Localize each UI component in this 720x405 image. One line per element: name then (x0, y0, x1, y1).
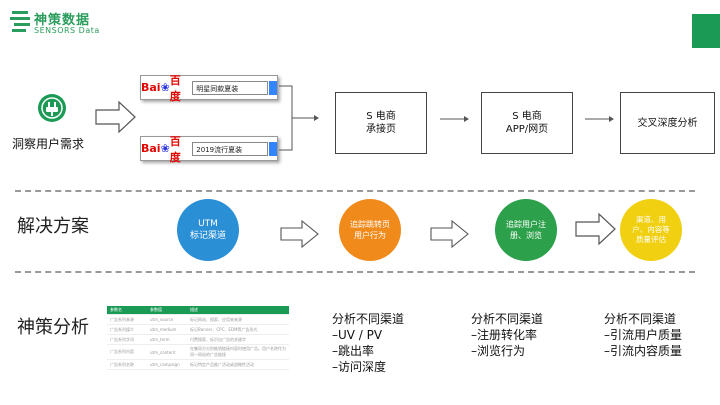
baidu-search-button (269, 141, 277, 156)
insight-icon (37, 93, 67, 123)
flow-box-landing-page: S 电商 承接页 (335, 92, 427, 154)
corner-accent (692, 14, 720, 48)
baidu-search-input: 2019流行夏装 (192, 141, 269, 156)
baidu-search-card-1: Bai❀百度 明星同款夏装 (140, 73, 278, 103)
track-page-circle: 追踪跳转页 用户行为 (339, 199, 401, 261)
insight-label: 洞察用户需求 (12, 137, 85, 151)
utm-params-table: 参数名 参数值 描述 广告系列来源 utm_source 标记网站、搜索、应用来… (107, 306, 289, 370)
baidu-search-card-2: Bai❀百度 2019流行夏装 (140, 134, 278, 164)
solution-title: 解决方案 (17, 216, 89, 237)
analysis-note-conversion: 分析不同渠道 –注册转化率 –浏览行为 (471, 312, 544, 358)
analysis-note-quality: 分析不同渠道 –引流用户质量 –引流内容质量 (604, 312, 683, 358)
sensors-title: 神策分析 (17, 317, 89, 338)
baidu-search-input: 明星同款夏装 (192, 80, 269, 95)
divider (15, 271, 695, 273)
divider (15, 190, 695, 192)
baidu-logo: Bai❀百度 (141, 134, 181, 164)
flow-box-app-web: S 电商 APP/网页 (481, 92, 573, 154)
quality-eval-circle: 渠道、用 户、内容等 质量评估 (620, 199, 682, 261)
arrow-right-icon (95, 100, 136, 134)
table-row: 广告系列字词 utm_term 付费搜索、标识出广告的关键字 (107, 335, 289, 345)
arrow-right-icon (430, 219, 469, 249)
baidu-search-button (269, 80, 277, 95)
arrow-right-icon (280, 219, 319, 249)
table-row: 广告系列内容 utm_content 在集同方分别推销链接内容时使用广告。用户名… (107, 345, 289, 360)
utm-circle: UTM 标记渠道 (177, 199, 239, 261)
logo: 神策数据 SENSORS Data (10, 8, 100, 36)
flow-box-cross-analysis: 交叉深度分析 (620, 92, 715, 154)
analysis-note-traffic: 分析不同渠道 –UV / PV –跳出率 –访问深度 (332, 312, 405, 374)
table-row: 广告系列媒介 utm_medium 标记Banner、CPC、EDM等广告形式 (107, 325, 289, 335)
table-row: 广告系列名称 utm_campaign 标记特定产品推广活动或战略性活动 (107, 360, 289, 370)
baidu-logo: Bai❀百度 (141, 73, 181, 103)
track-register-circle: 追踪用户注 册、浏览 (495, 199, 557, 261)
logo-name: 神策数据 (34, 13, 91, 28)
table-row: 广告系列来源 utm_source 标记网站、搜索、应用来来源 (107, 315, 289, 325)
arrow-right-icon (585, 116, 614, 122)
bracket-connector (279, 85, 319, 151)
table-header: 参数名 参数值 描述 (107, 306, 289, 315)
arrow-right-icon (575, 212, 616, 246)
logo-subtitle: SENSORS Data (34, 26, 100, 35)
arrow-right-icon (440, 116, 469, 122)
sensors-logo-icon (10, 11, 30, 32)
